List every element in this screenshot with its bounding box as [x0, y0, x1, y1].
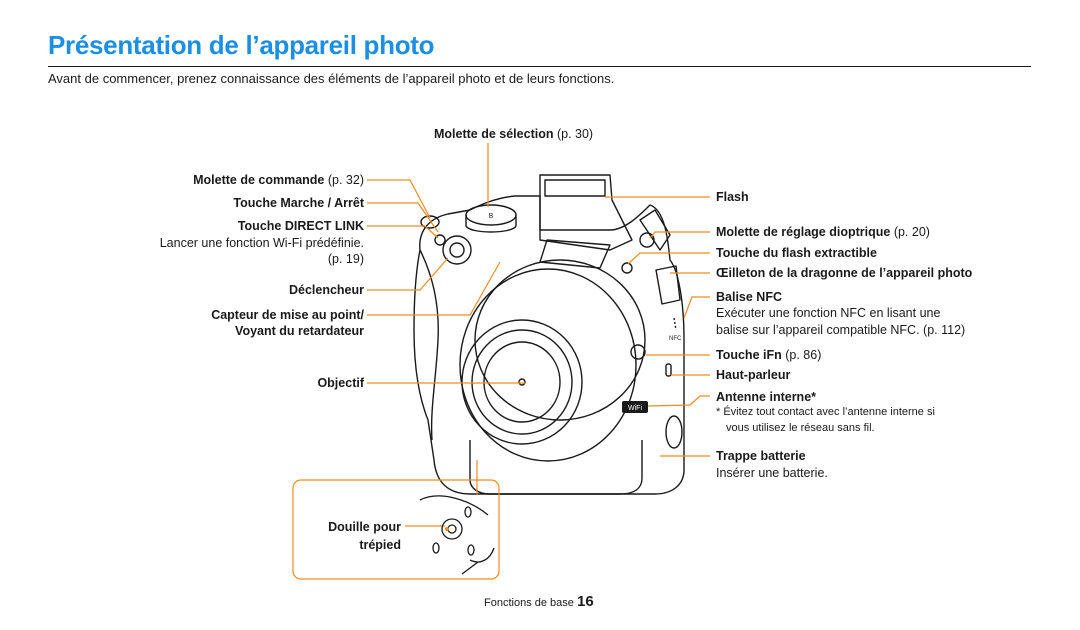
label-flash-extractible: Touche du flash extractible: [716, 246, 877, 260]
desc-trappe: Insérer une batterie.: [716, 466, 828, 480]
camera-body: [413, 195, 685, 495]
label-douille-line1: Douille pour: [328, 520, 401, 534]
page-title: Présentation de l’appareil photo: [48, 30, 435, 60]
wifi-badge: [622, 401, 648, 413]
direct-link-button: [434, 234, 446, 246]
label-antenne: Antenne interne*: [716, 390, 817, 404]
shutter-button: [442, 235, 472, 265]
label-molette-selection: Molette de sélection (p. 30): [434, 127, 594, 141]
flash-unit: [539, 174, 633, 251]
label-flash: Flash: [716, 190, 749, 204]
battery-grip: [469, 440, 643, 495]
desc-nfc-line2: balise sur l’appareil compatible NFC. (p…: [716, 323, 966, 337]
wifi-badge-text: WiFi: [628, 405, 642, 412]
label-capteur-line1: Capteur de mise au point/: [211, 308, 364, 322]
page-number: 16: [577, 593, 594, 610]
diopter-dial: [639, 232, 655, 248]
desc-nfc-line1: Exécuter une fonction NFC en lisant une: [716, 306, 941, 320]
label-nfc: Balise NFC: [716, 290, 782, 304]
label-oeilleton: Œilleton de la dragonne de l’appareil ph…: [716, 266, 973, 280]
label-ifn: Touche iFn (p. 86): [716, 348, 822, 362]
tripod-inset-frame: [292, 479, 500, 580]
lens-barrel: [474, 259, 646, 421]
label-dioptrique: Molette de réglage dioptrique (p. 20): [716, 225, 930, 239]
command-dial: [420, 215, 440, 229]
hand-grip: [419, 249, 439, 441]
intro-text: Avant de commencer, prenez connaissance …: [48, 71, 615, 86]
desc-direct-link-ref: (p. 19): [327, 252, 364, 266]
tripod-socket: [441, 518, 463, 540]
footer-section: Fonctions de base: [484, 597, 574, 609]
label-touche-direct-link: Touche DIRECT LINK: [237, 219, 364, 233]
flash-popup-button: [621, 262, 633, 274]
label-declencheur: Déclencheur: [288, 283, 364, 297]
label-molette-commande: Molette de commande (p. 32): [193, 173, 364, 187]
desc-direct-link: Lancer une fonction Wi-Fi prédéfinie.: [159, 236, 364, 250]
ifn-button: [630, 344, 646, 360]
title-divider: [48, 66, 1031, 67]
lens: [461, 319, 583, 445]
label-objectif: Objectif: [317, 376, 364, 390]
nfc-mark-text: NFC: [669, 336, 682, 342]
speaker: [665, 363, 672, 377]
mode-dial-text: B: [489, 213, 494, 220]
label-touche-marche: Touche Marche / Arrêt: [233, 196, 364, 210]
strap-eyelet: [655, 265, 681, 305]
label-capteur-line2: Voyant du retardateur: [235, 324, 364, 338]
note-antenne-line2: vous utilisez le réseau sans fil.: [726, 422, 875, 434]
label-haut-parleur: Haut-parleur: [716, 368, 791, 382]
label-trappe: Trappe batterie: [716, 449, 806, 463]
label-douille-line2: trépied: [359, 538, 401, 552]
note-antenne-line1: * Évitez tout contact avec l’antenne int…: [716, 406, 935, 418]
